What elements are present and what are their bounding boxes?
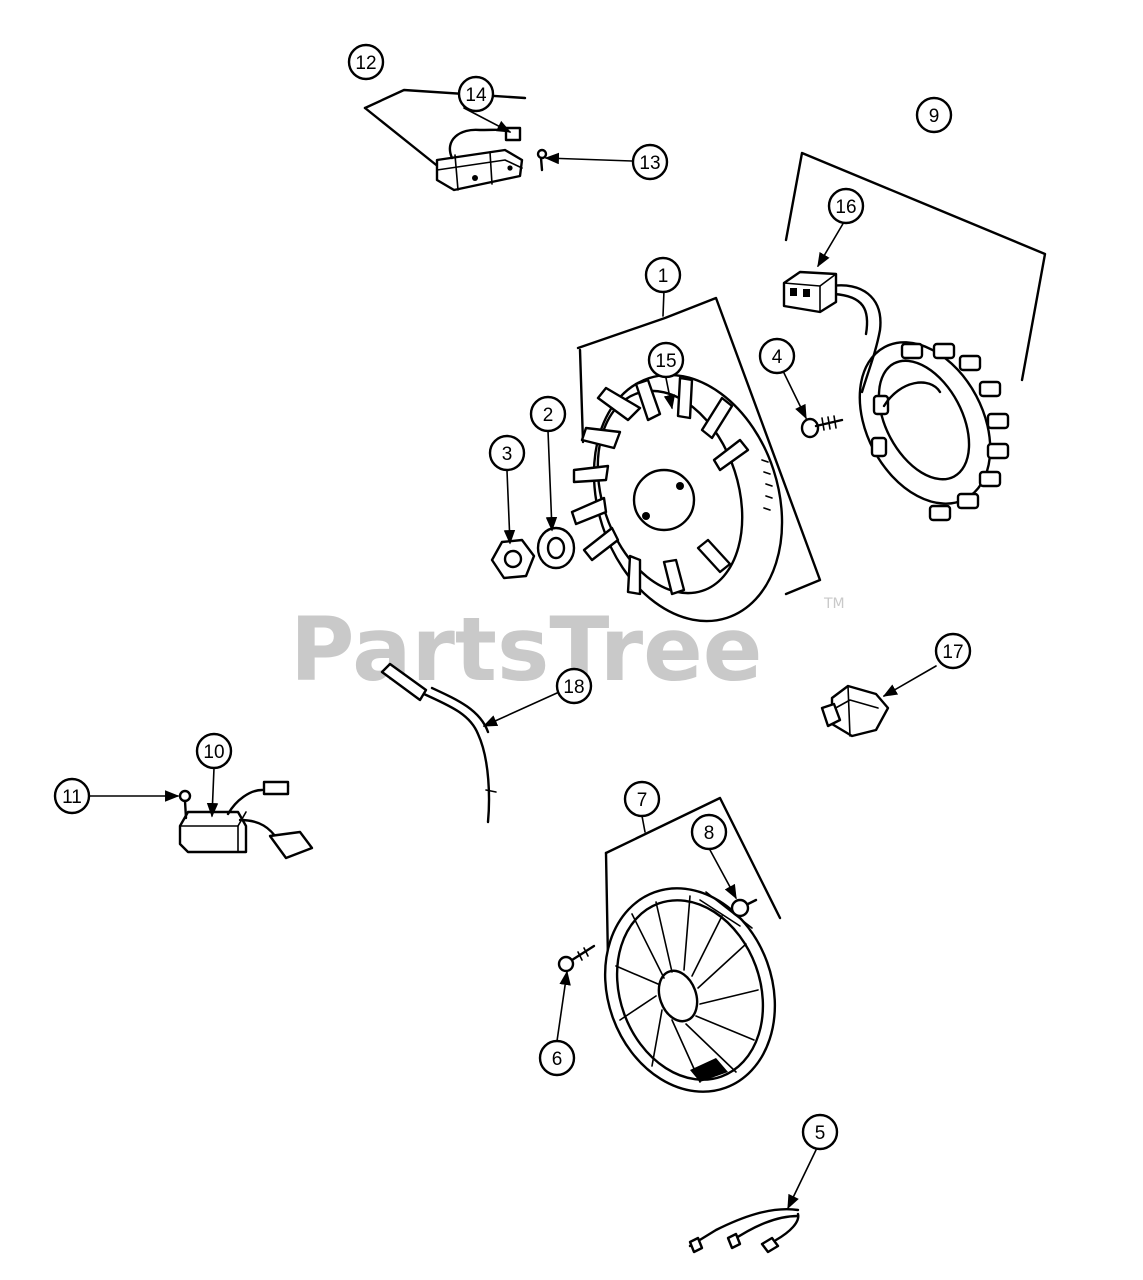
callout-5: 5	[801, 1113, 839, 1151]
part-7-blower-housing-assembly	[603, 796, 782, 1093]
callout-2: 2	[529, 395, 567, 433]
callout-3: 3	[488, 434, 526, 472]
callout-10: 10	[195, 732, 233, 770]
callout-label: 6	[552, 1049, 563, 1070]
callout-label: 9	[929, 106, 940, 127]
part-1-flywheel-assembly	[570, 296, 822, 623]
callout-label: 14	[465, 85, 487, 106]
callout-label: 15	[655, 351, 676, 372]
callout-6: 6	[538, 1039, 576, 1077]
part-9-stator-assembly	[784, 151, 1047, 522]
callout-label: 7	[637, 790, 648, 811]
callout-label: 2	[543, 405, 554, 426]
part-16-connector	[782, 270, 838, 314]
callout-12: 12	[347, 43, 385, 81]
part-2-washer	[536, 526, 576, 570]
callout-label: 16	[835, 197, 856, 218]
callout-label: 1	[658, 266, 669, 287]
callout-label: 3	[502, 444, 513, 465]
callout-label: 11	[62, 787, 82, 808]
callout-label: 5	[815, 1123, 826, 1144]
callout-1: 1	[644, 256, 682, 294]
leader-lines	[89, 107, 937, 1210]
part-6-screw	[557, 944, 596, 973]
part-13-screw	[536, 148, 548, 172]
callout-label: 12	[355, 53, 376, 74]
callout-label: 8	[704, 823, 715, 844]
callout-15: 15	[647, 341, 685, 379]
part-3-nut	[490, 538, 536, 580]
callout-label: 13	[639, 153, 660, 174]
callout-17: 17	[934, 632, 972, 670]
callout-label: 18	[563, 677, 584, 698]
callout-14: 14	[457, 75, 495, 113]
callout-4: 4	[758, 337, 796, 375]
callout-7: 7	[623, 780, 661, 818]
part-11-screw	[178, 789, 192, 820]
part-5-wire-harness	[688, 1208, 800, 1254]
watermark-trademark: TM	[823, 596, 845, 612]
part-10-ignition-module	[178, 780, 314, 860]
part-8-screw	[730, 898, 758, 918]
callout-9: 9	[915, 96, 953, 134]
callout-16: 16	[827, 187, 865, 225]
callout-label: 10	[203, 742, 224, 763]
callout-13: 13	[631, 143, 669, 181]
callout-18: 18	[555, 667, 593, 705]
part-4-screw	[800, 415, 844, 439]
part-12-ignition-coil-assembly	[363, 88, 527, 192]
callout-8: 8	[690, 813, 728, 851]
callout-11: 11	[53, 777, 91, 815]
callout-label: 4	[772, 347, 783, 368]
callout-label: 17	[942, 642, 963, 663]
part-17-clip	[820, 684, 890, 738]
